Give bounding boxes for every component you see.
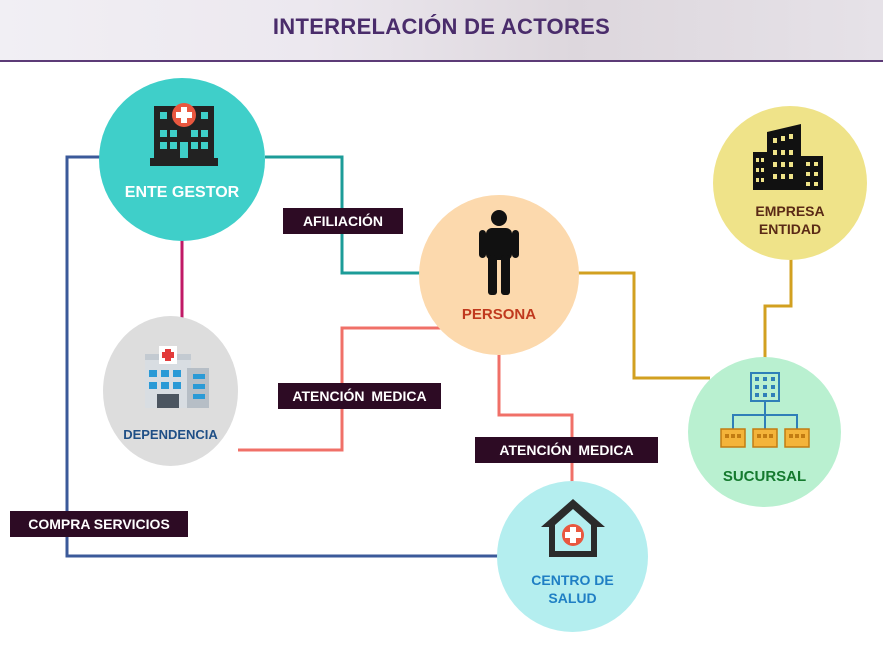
node-label-line2: ENTIDAD [758, 221, 822, 237]
office-buildings-icon [753, 124, 823, 190]
line-empresa-sucursal [763, 259, 793, 360]
line-ente-centro [65, 155, 498, 558]
node-label: PERSONA [461, 306, 537, 323]
org-chart-icon [720, 372, 810, 448]
node-ente-gestor: ENTE GESTOR [99, 78, 265, 241]
node-centro-de-salud: CENTRO DE SALUD [497, 481, 648, 632]
node-dependencia: DEPENDENCIA [103, 316, 238, 466]
tag-compra-servicios: COMPRA SERVICIOS [10, 511, 188, 537]
tag-atencion-medica-dependencia: ATENCIÓN MEDICA [278, 383, 441, 409]
tag-afiliacion: AFILIACIÓN [283, 208, 403, 234]
node-persona: PERSONA [419, 195, 579, 355]
health-house-icon [541, 499, 605, 557]
node-label: SUCURSAL [722, 468, 807, 485]
hospital-icon [145, 346, 209, 408]
header-banner: INTERRELACIÓN DE ACTORES [0, 0, 883, 62]
node-label-line1: CENTRO DE [531, 572, 614, 588]
node-label-line2: SALUD [548, 590, 597, 606]
node-label-line1: EMPRESA [755, 203, 825, 219]
node-label: ENTE GESTOR [124, 184, 240, 201]
line-persona-sucursal [578, 271, 710, 380]
node-empresa-entidad: EMPRESA ENTIDAD [713, 106, 867, 260]
page-title: INTERRELACIÓN DE ACTORES [272, 14, 611, 39]
person-icon [479, 210, 519, 295]
node-sucursal: SUCURSAL [688, 357, 841, 507]
hospital-building-icon [150, 103, 218, 166]
node-label: DEPENDENCIA [123, 427, 218, 442]
tag-atencion-medica-centro: ATENCIÓN MEDICA [475, 437, 658, 463]
